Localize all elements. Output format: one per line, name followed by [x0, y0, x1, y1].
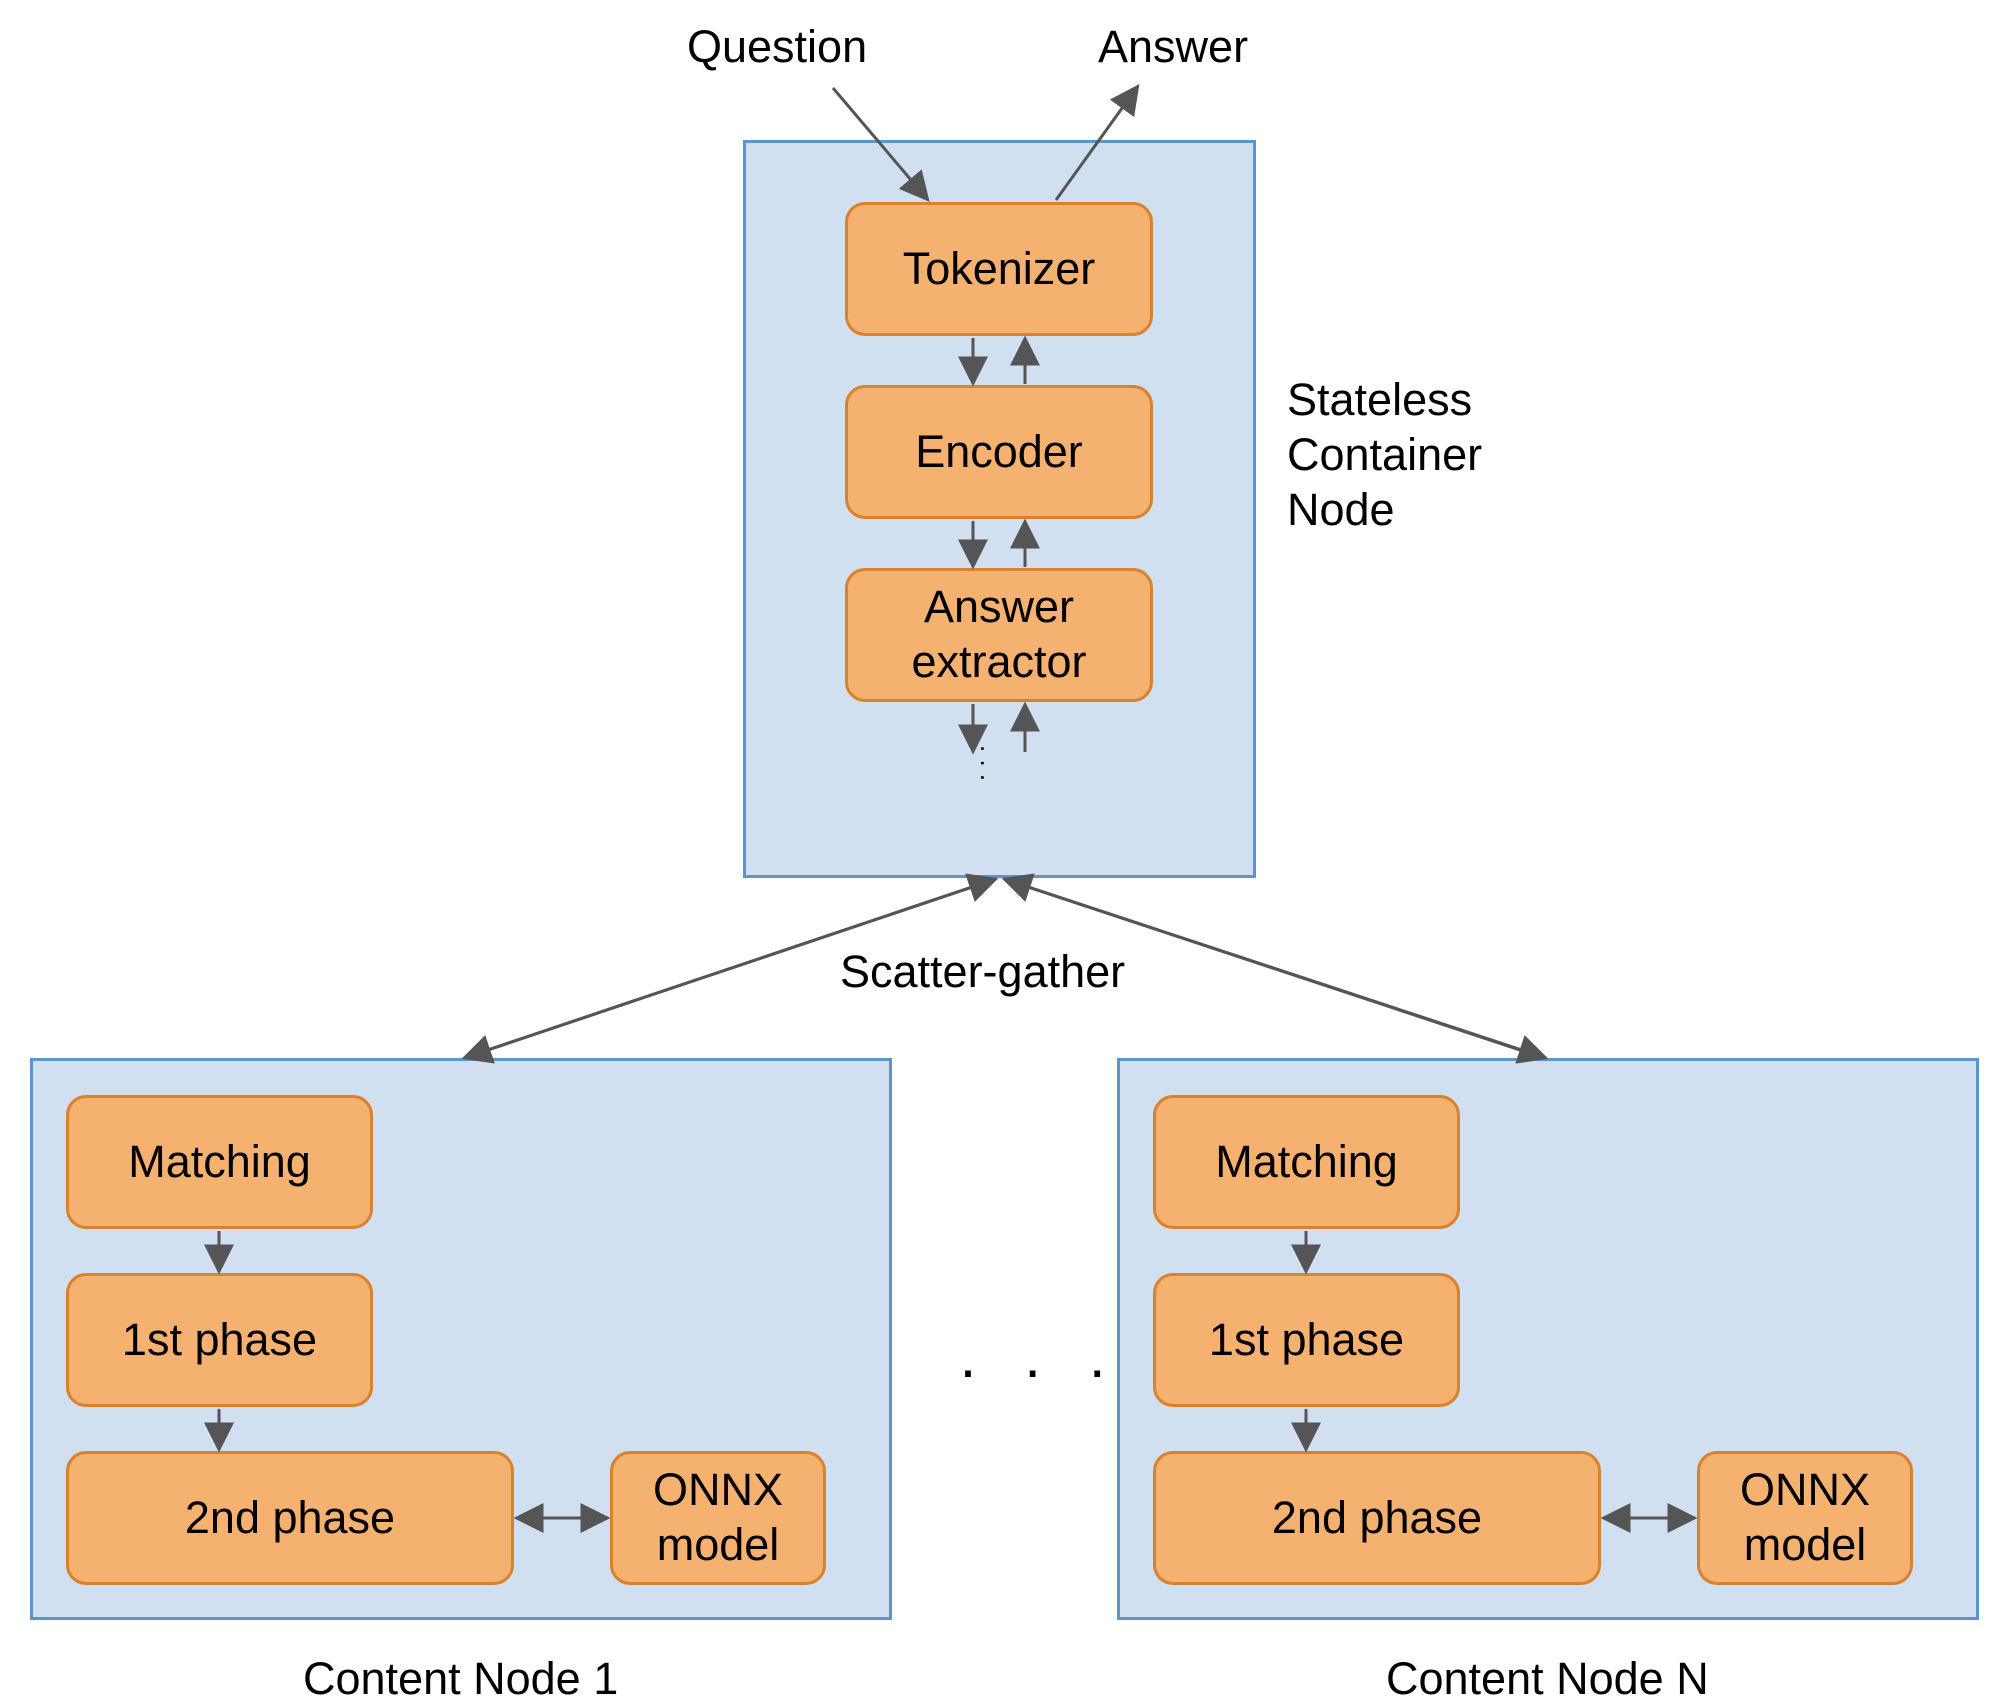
content-node-1-label: Content Node 1 [303, 1653, 619, 1704]
answer-extractor-box: Answer extractor [845, 568, 1153, 702]
tokenizer-box: Tokenizer [845, 202, 1153, 336]
content-node-n-label: Content Node N [1386, 1653, 1709, 1704]
stateless-container-node-label: Stateless Container Node [1287, 374, 1483, 535]
scatter-gather-label: Scatter-gather [840, 946, 1126, 997]
content-node-1-onnx-model-box: ONNX model [610, 1451, 826, 1585]
content-node-n-first-phase-box: 1st phase [1153, 1273, 1460, 1407]
tokenizer-to-answer-arrow [1054, 83, 1140, 201]
content-node-1-first-phase-box: 1st phase [66, 1273, 373, 1407]
between-nodes-ellipsis: · · · [958, 1336, 1122, 1403]
question-to-tokenizer-arrow [831, 87, 930, 202]
content-node-n-matching-box: Matching [1153, 1095, 1460, 1229]
question-label: Question [687, 21, 868, 72]
scatter-gather-right-arrow-down [1003, 877, 1549, 1064]
content-node-n-onnx-model-box: ONNX model [1697, 1451, 1913, 1585]
content-node-n-second-phase-box: 2nd phase [1153, 1451, 1601, 1585]
answer-label: Answer [1098, 21, 1249, 72]
scatter-gather-left-arrow-down [461, 877, 997, 1064]
encoder-box: Encoder [845, 385, 1153, 519]
content-node-1-second-phase-box: 2nd phase [66, 1451, 514, 1585]
content-node-1-matching-box: Matching [66, 1095, 373, 1229]
